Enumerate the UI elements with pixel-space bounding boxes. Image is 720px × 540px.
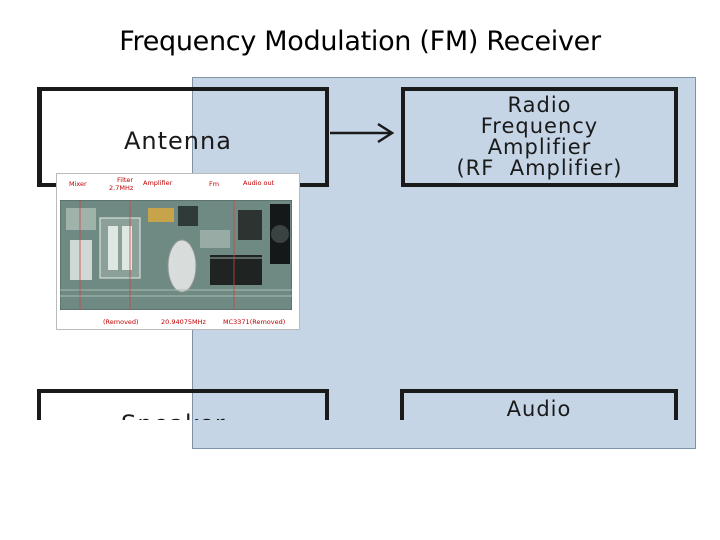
antenna-block: Antenna: [37, 87, 329, 187]
rf-amplifier-label: Radio Frequency Amplifier (RF Amplifier): [405, 95, 674, 179]
rf-amplifier-block: Radio Frequency Amplifier (RF Amplifier): [401, 87, 678, 187]
speaker-block: Speaker: [37, 389, 329, 420]
antenna-label: Antenna: [124, 127, 232, 155]
circuit-board-image: [60, 200, 292, 310]
amplifier-label: Amplifier: [143, 179, 173, 187]
crystal-label: 20.94075MHz: [161, 318, 206, 326]
audio-out-label: Audio out: [243, 179, 275, 187]
rf-line-2: Frequency: [480, 114, 599, 138]
rf-line-3: Amplifier: [487, 135, 592, 159]
rf-line-4: (RF Amplifier): [456, 156, 623, 180]
chip-label: MC3371(Removed): [223, 318, 286, 326]
filter-freq-label: 2.7MHz: [109, 184, 134, 192]
mixer-label: Mixer: [69, 180, 87, 188]
slide-title: Frequency Modulation (FM) Receiver: [119, 26, 601, 57]
arrow-icon: [330, 122, 395, 144]
audio-label: Audio: [506, 397, 572, 420]
filter-label: Filter: [117, 176, 134, 184]
rf-line-1: Radio: [507, 93, 572, 117]
audio-block: Audio: [400, 389, 678, 420]
speaker-label: Speaker: [121, 410, 226, 420]
removed-left-label: (Removed): [103, 318, 139, 326]
circuit-board-photo: Mixer Filter 2.7MHz Amplifier Fm Audio o…: [56, 173, 300, 330]
fm-label: Fm: [209, 180, 220, 188]
